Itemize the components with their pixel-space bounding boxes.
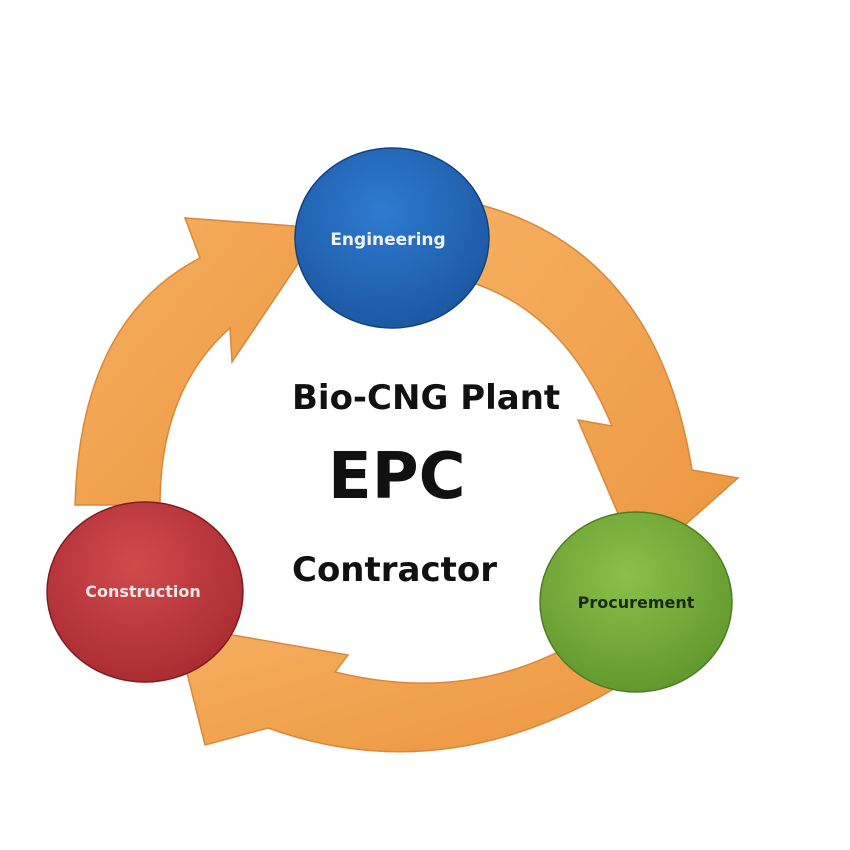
construction-label: Construction [85, 582, 201, 601]
engineering-label: Engineering [330, 230, 445, 250]
procurement-label: Procurement [578, 593, 695, 612]
title-bio-cng-plant: Bio-CNG Plant [292, 378, 561, 418]
arrow-construction-to-engineering [74, 217, 324, 506]
construction-circle [46, 501, 244, 683]
title-epc: EPC [328, 440, 466, 514]
engineering-circle [294, 147, 490, 329]
arrow-procurement-to-construction [173, 624, 614, 753]
title-contractor: Contractor [292, 550, 498, 590]
procurement-circle [539, 511, 733, 693]
arrow-engineering-to-procurement [459, 199, 740, 567]
